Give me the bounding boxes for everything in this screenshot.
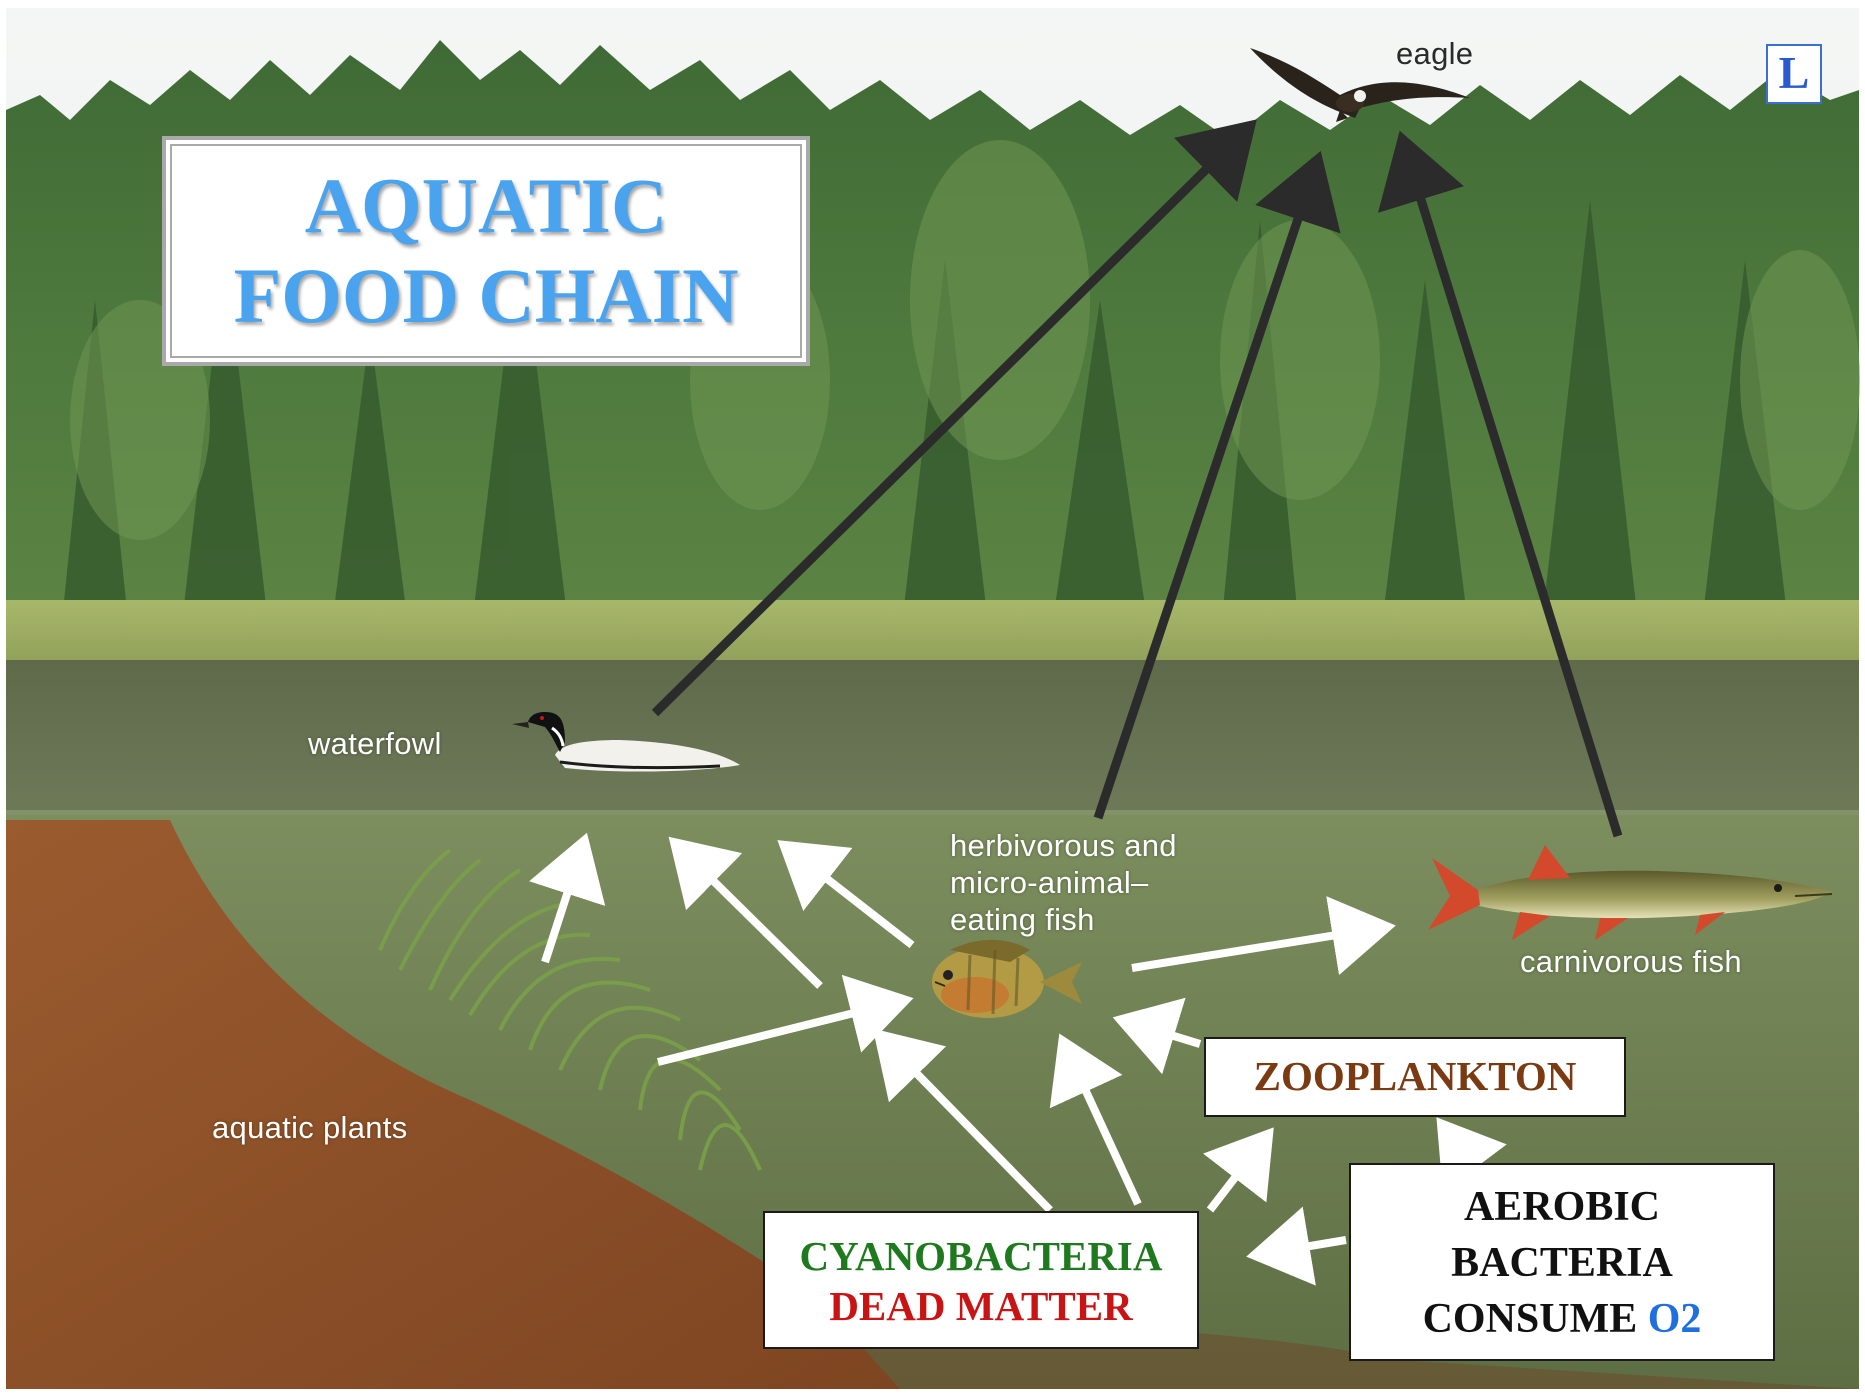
dead-matter-label: DEAD MATTER <box>765 1281 1197 1331</box>
title-line-2: FOOD CHAIN <box>234 251 739 341</box>
lake-surface <box>6 660 1859 820</box>
cyanobacteria-box: CYANOBACTERIA DEAD MATTER <box>763 1211 1199 1349</box>
aerobic-line-1: AEROBIC <box>1351 1179 1773 1235</box>
title-line-1: AQUATIC <box>305 161 668 251</box>
o2-label: O2 <box>1648 1296 1702 1342</box>
herbivorous-fish-label-2: micro-animal– <box>950 865 1149 901</box>
herbivorous-fish-label-1: herbivorous and <box>950 828 1177 864</box>
aerobic-consume-text: CONSUME <box>1423 1296 1648 1342</box>
cyanobacteria-label: CYANOBACTERIA <box>765 1231 1197 1281</box>
slide-badge: L <box>1766 44 1822 104</box>
carnivorous-fish-label: carnivorous fish <box>1520 944 1742 980</box>
eagle-label: eagle <box>1396 36 1473 72</box>
zooplankton-box: ZOOPLANKTON <box>1204 1037 1626 1117</box>
aquatic-plants-label: aquatic plants <box>212 1110 408 1146</box>
aerobic-line-3: CONSUME O2 <box>1351 1291 1773 1347</box>
marsh-bank <box>6 600 1859 670</box>
herbivorous-fish-label-3: eating fish <box>950 902 1095 938</box>
title-box: AQUATIC FOOD CHAIN <box>162 136 810 366</box>
aerobic-line-2: BACTERIA <box>1351 1235 1773 1291</box>
waterfowl-label: waterfowl <box>308 726 442 762</box>
aerobic-bacteria-box: AEROBIC BACTERIA CONSUME O2 <box>1349 1163 1775 1361</box>
